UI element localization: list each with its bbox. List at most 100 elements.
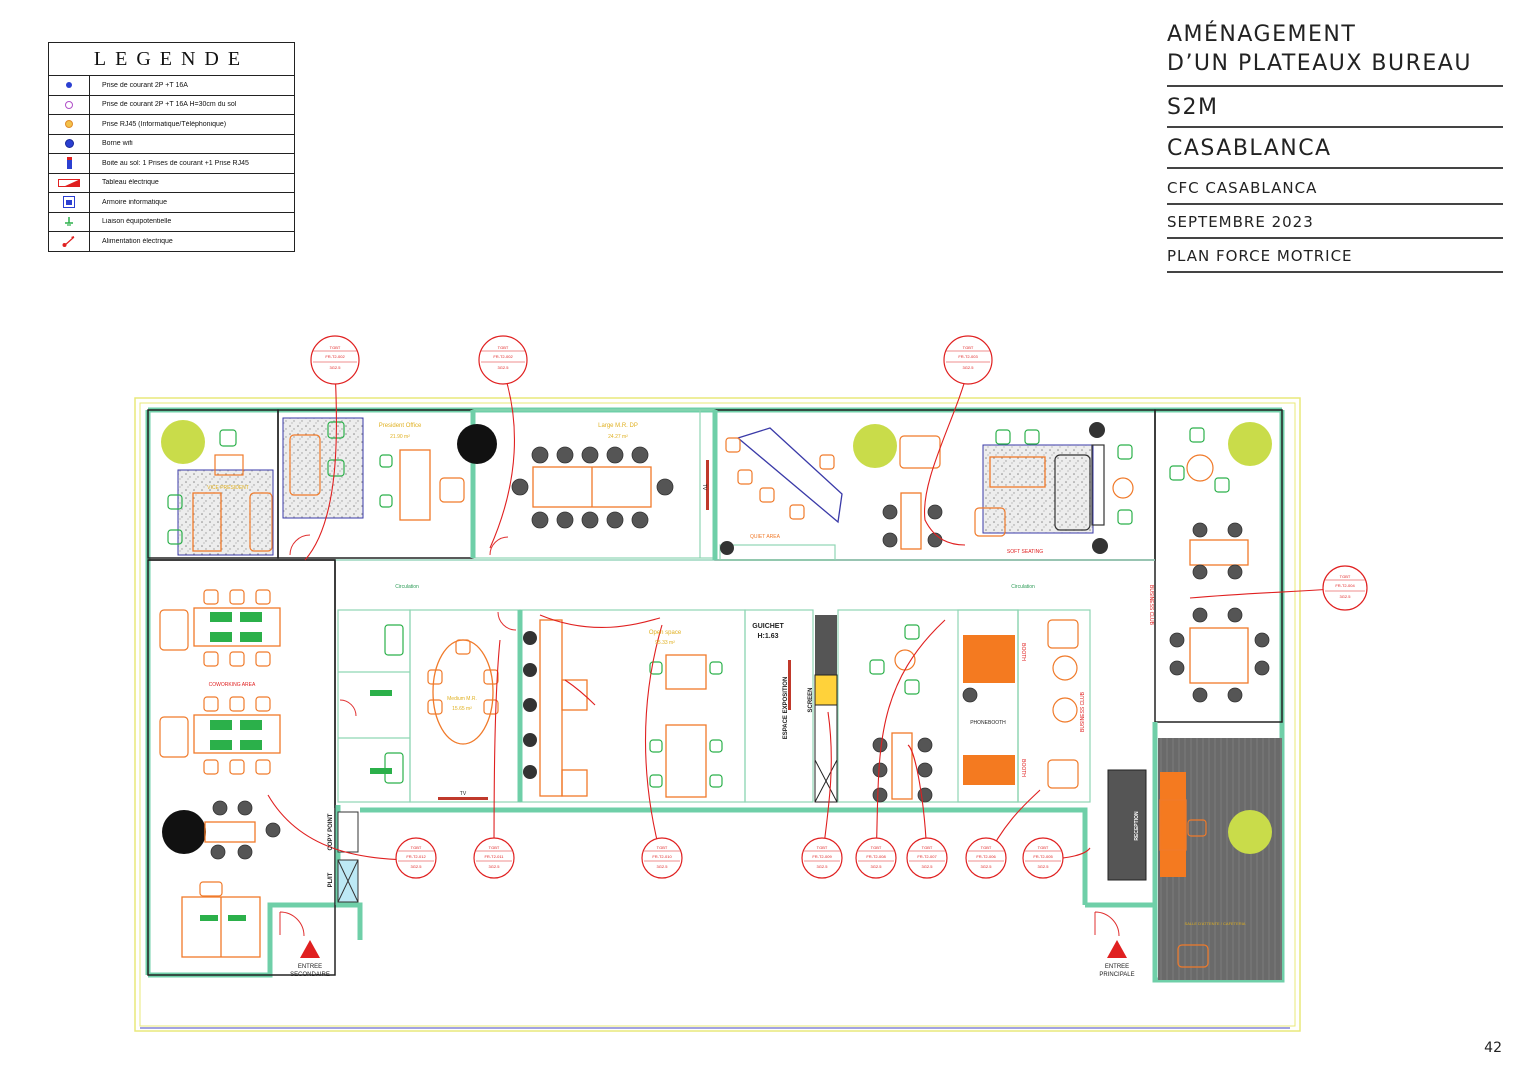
circuit-tag: TGBT FR-T2-012 3G2.5 [395,837,437,879]
tag-circuit: FR-T2-006 [976,854,996,859]
tag-cable: 3G2.5 [411,864,423,869]
tag-cable: 3G2.5 [922,864,934,869]
tag-cable: 3G2.5 [1038,864,1050,869]
tag-top: TGBT [498,345,509,350]
secondary-entrance-arrow-icon [300,940,320,958]
room-area-large-room: 24.27 m² [608,434,628,440]
legend-row: Prise de courant 2P +T 16A H=30cm du sol [49,95,294,115]
tv-screens [438,460,791,800]
room-label-tv: TV [701,484,707,491]
sheet-title: PLAN FORCE MOTRICE [1167,239,1503,273]
circuit-tag: TGBT FR-T2-011 3G2.5 [473,837,515,879]
tag-cable: 3G2.5 [1340,594,1352,599]
room-label-booth: BOOTH [1020,759,1026,777]
chairs-green [167,421,1230,788]
planters [523,422,1108,779]
legend-row: Prise de courant 2P +T 16A [49,76,294,96]
entrance-label: PRINCIPALE [1099,972,1134,978]
circuit-tag: TGBT FR-T2-008 3G2.5 [855,837,897,879]
circuit-tag: TGBT FR-T2-010 3G2.5 [641,837,683,879]
room-label-president-office: President Office [379,423,422,429]
kitchen-units [814,704,838,803]
circuit-tag: TGBT FR-T2-006 3G2.5 [965,837,1007,879]
room-labels: VICE PRESIDENT President Office 21.90 m²… [207,423,1246,926]
doors [279,534,1120,937]
legend-label: Boite au sol: 1 Prises de courant +1 Pri… [102,159,249,167]
legend-title: LEGENDE [49,43,294,76]
orange-dot-icon [65,120,73,129]
lounge-rug [282,417,364,519]
legend: LEGENDE Prise de courant 2P +T 16A Prise… [48,42,295,252]
medium-room-table [432,639,494,745]
tag-top: TGBT [981,845,992,850]
tag-circuit: FR-T2-002 [493,354,513,359]
legend-label: Borne wifi [102,140,133,148]
guichet-height: H:1.63 [757,633,778,640]
tables [181,449,1249,958]
tag-top: TGBT [489,845,500,850]
tag-top: TGBT [963,345,974,350]
booth-bottom [963,755,1015,785]
dark-circles [162,424,497,854]
tag-top: TGBT [871,845,882,850]
project-title-line2: D’UN PLATEAUX BUREAU [1167,49,1503,87]
room-label-copy-point: COPY POINT [328,813,334,850]
legend-label: Alimentation électrique [102,237,173,245]
copy-machine [337,811,359,853]
room-label-guichet: GUICHET [752,623,784,630]
legend-row: Liaison équipotentielle [49,212,294,232]
legend-row: Borne wifi [49,134,294,154]
tag-cable: 3G2.5 [963,365,975,370]
tag-cable: 3G2.5 [330,365,342,370]
equipotential-icon [65,216,73,226]
tag-circuit: FR-T2-003 [958,354,978,359]
tag-cable: 3G2.5 [657,864,669,869]
reception-desk [1107,769,1147,881]
room-label-open-space: Open space [649,630,682,636]
room-label-pl-it: PL/IT [328,872,334,887]
blue-dot-icon [66,82,72,89]
chairs-orange [159,434,1214,968]
circuit-tag: TGBT FR-T2-004 3G2.5 [1322,565,1368,611]
room-label-booth: BOOTH [1020,643,1026,661]
legend-row: Tableau électrique [49,173,294,193]
city-name: CASABLANCA [1167,128,1503,169]
room-label-quiet-area: QUIET AREA [750,534,781,540]
page-number: 42 [1484,1040,1502,1056]
circuit-tag: TGBT FR-T2-003 3G2.5 [943,335,993,385]
plant-circles [161,420,1272,854]
tag-cable: 3G2.5 [871,864,883,869]
room-label-phonebooth: PHONEBOOTH [970,720,1006,726]
tag-cable: 3G2.5 [817,864,829,869]
tag-cable: 3G2.5 [981,864,993,869]
power-supply-icon [62,236,75,248]
entrance-labels: ENTREE SECONDAIRE ENTREE PRINCIPALE [290,964,1134,978]
chairs-dark [210,446,1270,860]
legend-row: Armoire informatique [49,193,294,213]
vp-rug [177,469,274,556]
client-name: S2M [1167,87,1503,128]
tag-circuit: FR-T2-007 [917,854,937,859]
legend-label: Tableau électrique [102,179,159,187]
entrance-label: SECONDAIRE [290,972,330,978]
room-label-circulation: Circulation [395,584,419,590]
room-area-medium-room: 15.65 m² [452,706,472,712]
legend-row: Boite au sol: 1 Prises de courant +1 Pri… [49,154,294,174]
legend-label: Liaison équipotentielle [102,218,172,226]
room-label-screen: SCREEN [808,687,814,712]
tag-top: TGBT [1340,574,1351,579]
project-title-line1: AMÉNAGEMENT [1167,22,1357,47]
circuit-tag: TGBT FR-T2-005 3G2.5 [1022,837,1064,879]
circuit-tag: TGBT FR-T2-007 3G2.5 [906,837,948,879]
legend-label: Prise RJ45 (Informatique/Téléphonique) [102,120,227,128]
room-label-business-club: BUSINESS CLUB [1080,691,1086,732]
main-entrance-arrow-icon [1107,940,1127,958]
room-label-reception: RECEPTION [1134,811,1140,841]
electrical-panel-icon [58,178,80,187]
site-name: CFC CASABLANCA [1167,169,1503,205]
legend-label: Prise de courant 2P +T 16A H=30cm du sol [102,101,237,109]
sofas [1054,444,1105,531]
legend-label: Armoire informatique [102,198,167,206]
legend-row: Alimentation électrique [49,232,294,251]
